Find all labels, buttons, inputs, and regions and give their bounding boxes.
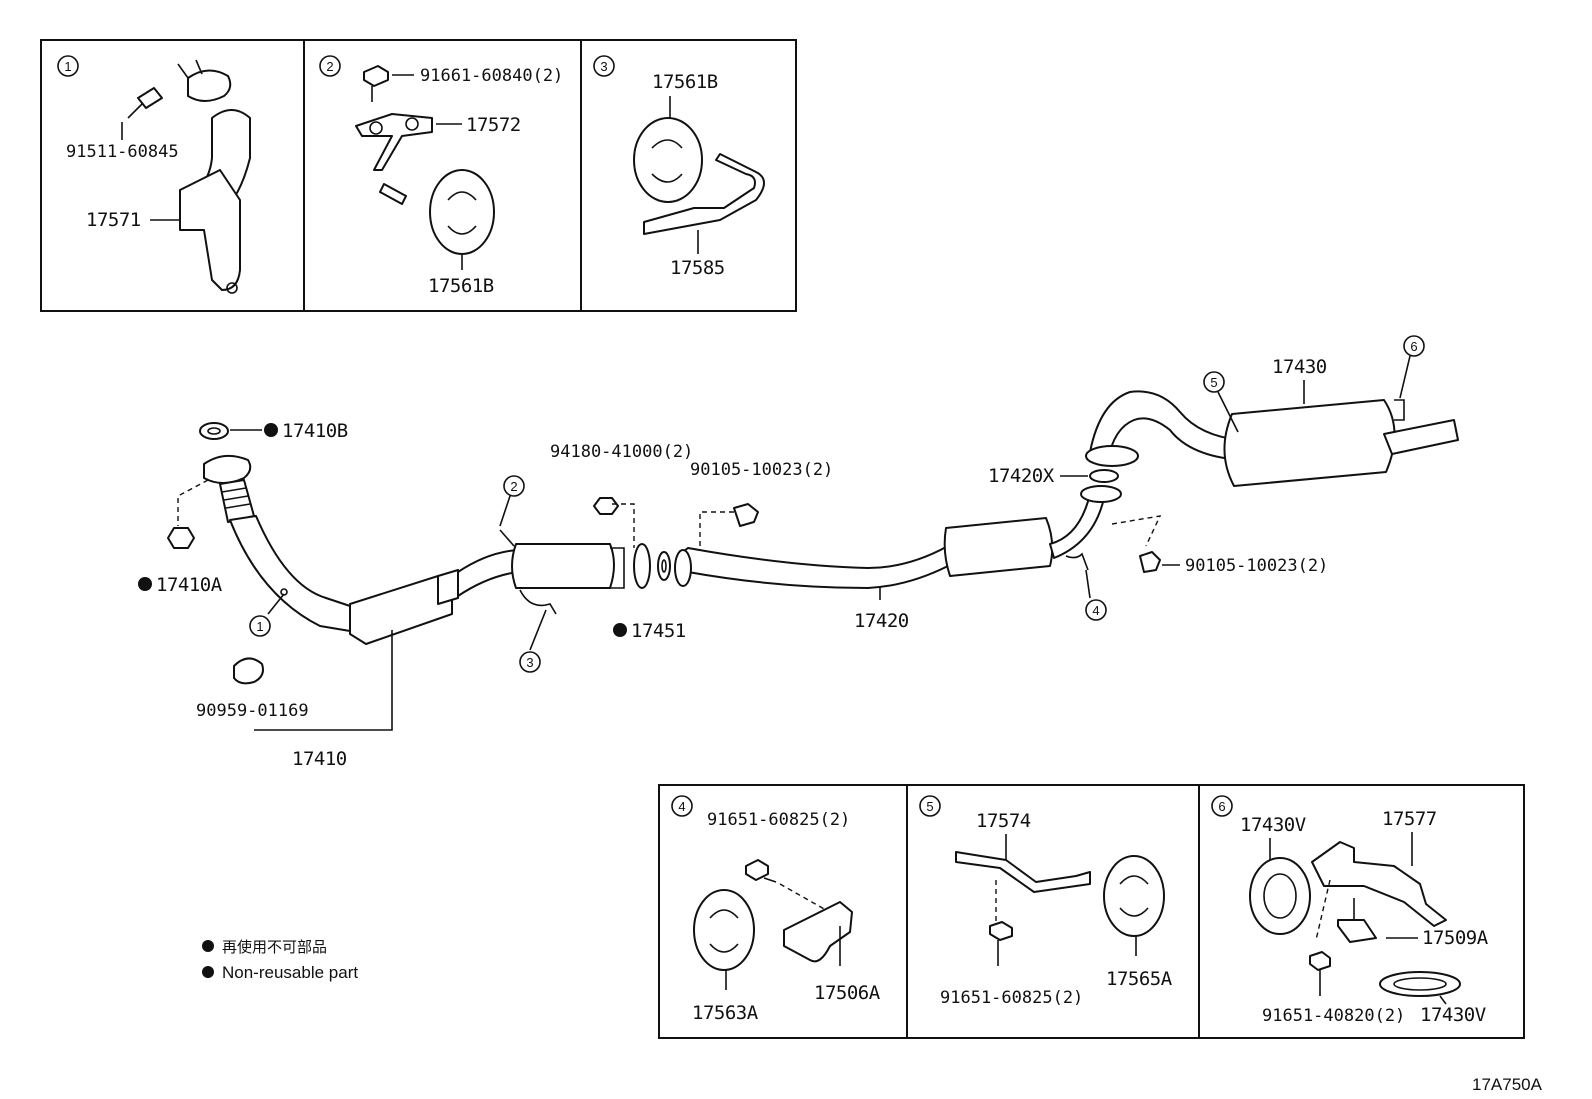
gasket-17410b-label: 17410B	[282, 420, 348, 442]
front-pipe-17410-label: 17410	[292, 748, 347, 770]
inset-3-hanger-label: 17561B	[652, 71, 718, 93]
inset-4-bolt-label: 91651-60825(2)	[707, 810, 850, 830]
inset-1-bolt-label: 91511-60845	[66, 142, 179, 162]
inset-4-marker: 4	[678, 799, 685, 814]
inset-4-bracket-label: 17506A	[814, 982, 881, 1004]
inset-1-bracket-label: 17571	[86, 209, 141, 231]
marker-2: 2	[510, 479, 517, 494]
marker-6: 6	[1410, 339, 1417, 354]
inset-6-stud-label: 17509A	[1422, 927, 1489, 949]
gasket-17420x-label: 17420X	[988, 465, 1055, 487]
inset-5: 5 17574 91651-60825(2) 17565A	[919, 795, 1173, 1008]
muffler-17430-label: 17430	[1272, 356, 1327, 378]
inset-6-marker: 6	[1218, 799, 1225, 814]
inset-2: 2 91661-60840(2) 17572 17561B	[319, 55, 563, 297]
inset-5-bolt-label: 91651-60825(2)	[940, 988, 1083, 1008]
inset-4: 4 91651-60825(2) 17563A 17506A	[671, 795, 881, 1024]
inset-2-bolt-label: 91661-60840(2)	[420, 66, 563, 86]
nut-17410a-label: 17410A	[156, 574, 223, 596]
center-pipe-17420-label: 17420	[854, 610, 909, 632]
legend-english: Non-reusable part	[222, 963, 358, 982]
inset-1-marker: 1	[64, 59, 71, 74]
bolt-90105-center-label: 90105-10023(2)	[690, 460, 833, 480]
inset-1: 1 91511-60845 17571	[57, 55, 251, 294]
inset-3-marker: 3	[600, 59, 607, 74]
inset-3-bracket-label: 17585	[670, 257, 725, 279]
marker-3: 3	[526, 655, 533, 670]
main-exhaust: 17410B 17410A 1 90959-01169 17410 2	[138, 335, 1459, 770]
inset-2-marker: 2	[326, 59, 333, 74]
inset-panel-top	[40, 39, 797, 312]
inset-4-hanger-label: 17563A	[692, 1002, 759, 1024]
marker-1: 1	[256, 619, 263, 634]
inset-6-ring-label: 17430V	[1240, 814, 1306, 836]
gasket-17451-label: 17451	[631, 620, 686, 642]
clamp-90959-label: 90959-01169	[196, 701, 309, 721]
inset-panel-bottom	[658, 784, 1525, 1039]
nut-94180-label: 94180-41000(2)	[550, 442, 693, 462]
inset-6: 6 17430V 17577 17509A 91651-40820(2) 174…	[1211, 795, 1489, 1026]
inset-5-bracket-label: 17574	[976, 810, 1031, 832]
inset-3: 3 17561B 17585	[593, 55, 765, 279]
legend: 再使用不可部品 Non-reusable part	[202, 938, 358, 982]
inset-2-bracket-label: 17572	[466, 114, 521, 136]
legend-japanese: 再使用不可部品	[222, 938, 327, 956]
bolt-90105-rear-label: 90105-10023(2)	[1185, 556, 1328, 576]
figure-code: 17A750A	[1472, 1075, 1543, 1094]
inset-6-bracket-label: 17577	[1382, 808, 1437, 830]
inset-5-marker: 5	[926, 799, 933, 814]
inset-6-gasket-label: 17430V	[1420, 1004, 1486, 1026]
marker-5: 5	[1210, 375, 1217, 390]
inset-6-bolt-label: 91651-40820(2)	[1262, 1006, 1405, 1026]
marker-4: 4	[1092, 603, 1099, 618]
inset-2-hanger-label: 17561B	[428, 275, 494, 297]
inset-5-hanger-label: 17565A	[1106, 968, 1173, 990]
